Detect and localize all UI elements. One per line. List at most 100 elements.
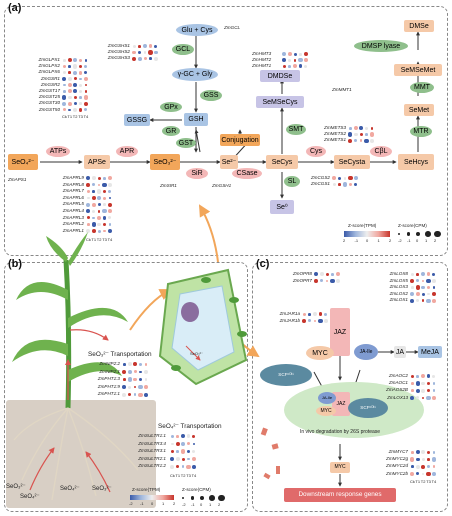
seo4-node: SeO₄²⁻ bbox=[8, 154, 38, 170]
seo4-transport-title: SeO₄²⁻ Transportation bbox=[158, 423, 222, 430]
heat-dot bbox=[62, 108, 66, 112]
heat-dot bbox=[138, 362, 143, 366]
gene-label: ZmMYC2b bbox=[386, 470, 408, 476]
heat-dot bbox=[410, 272, 414, 276]
heat-dot bbox=[282, 58, 287, 63]
ja-node: JA bbox=[394, 346, 406, 358]
heat-dot bbox=[432, 374, 436, 378]
heat-dot bbox=[348, 138, 353, 143]
heat-dot bbox=[92, 216, 95, 220]
gene-label: ZmAPRL6 bbox=[62, 194, 84, 200]
heat-dot bbox=[421, 464, 425, 469]
heat-dot bbox=[304, 58, 308, 63]
heat-dot bbox=[142, 44, 148, 49]
gss-enzyme: GSS bbox=[200, 90, 222, 101]
legend-size-dot bbox=[200, 495, 205, 501]
heat-dot bbox=[137, 56, 142, 61]
heat-dot bbox=[68, 71, 71, 74]
condition-label: T1 bbox=[91, 237, 97, 242]
gene-label: ZmAPRL7 bbox=[62, 188, 84, 194]
heat-dot bbox=[354, 176, 358, 181]
heat-dot bbox=[416, 279, 420, 283]
heat-dot bbox=[410, 374, 414, 378]
heat-dot bbox=[416, 472, 420, 476]
gene-label: ZmCGS2 bbox=[310, 175, 330, 180]
condition-label: T4 bbox=[107, 237, 113, 242]
heat-dot bbox=[86, 209, 91, 214]
gene-label: ZmGST25 bbox=[38, 94, 60, 100]
heat-dot bbox=[186, 442, 191, 446]
legend-size-label: -2 bbox=[182, 502, 186, 507]
secys-node: SeCys bbox=[266, 155, 298, 169]
jaz-protein-degraded: JAZ bbox=[332, 392, 350, 416]
heat-dot bbox=[432, 298, 436, 303]
sl-enzyme: SL bbox=[284, 176, 300, 187]
condition-label: T4 bbox=[431, 479, 437, 484]
legend-size-dot bbox=[209, 495, 215, 501]
heat-dot bbox=[365, 133, 368, 136]
heat-dot bbox=[91, 176, 96, 181]
heat-dot bbox=[421, 457, 425, 462]
heat-dot bbox=[415, 388, 420, 393]
heat-dot bbox=[62, 71, 66, 75]
heat-dot bbox=[84, 59, 88, 62]
heat-dot bbox=[138, 392, 143, 397]
heat-dot bbox=[84, 64, 88, 69]
heat-dot bbox=[176, 435, 179, 438]
heat-dot bbox=[426, 381, 431, 386]
heat-dot bbox=[72, 70, 78, 75]
gene-label: ZmOPR8 bbox=[292, 271, 312, 276]
heat-dot bbox=[353, 132, 358, 137]
heat-dot bbox=[73, 58, 77, 63]
heat-dot bbox=[420, 272, 426, 277]
heat-dot bbox=[96, 215, 102, 221]
gene-label: ZmGSR1 bbox=[40, 75, 60, 81]
heat-dot bbox=[91, 229, 96, 233]
condition-label: T4 bbox=[83, 114, 89, 119]
heat-dot bbox=[79, 77, 82, 81]
mtr-enzyme: MTR bbox=[410, 126, 432, 137]
heat-dot bbox=[308, 313, 311, 316]
heat-dot bbox=[364, 138, 369, 143]
heat-dot bbox=[302, 319, 307, 323]
heat-dot bbox=[410, 396, 415, 400]
heat-dot bbox=[78, 70, 83, 75]
heat-dot bbox=[143, 369, 149, 375]
heat-dot bbox=[73, 83, 77, 87]
heat-dot bbox=[97, 222, 101, 227]
condition-label: T2 bbox=[96, 237, 102, 242]
se2-node: Se²⁻ bbox=[220, 155, 238, 169]
condition-label: Ck bbox=[410, 479, 415, 484]
heat-dot bbox=[298, 58, 303, 63]
gene-label: ZmMETS2 bbox=[324, 131, 346, 137]
legend-tick: -2 bbox=[129, 501, 133, 506]
heat-dot bbox=[153, 56, 159, 61]
heat-dot bbox=[410, 279, 415, 283]
heat-dot bbox=[411, 451, 414, 454]
heat-dot bbox=[427, 292, 430, 296]
gene-label: ZmAPRL1 bbox=[62, 227, 84, 233]
heat-dot bbox=[432, 286, 436, 289]
meja-node: MeJA bbox=[418, 346, 442, 358]
heat-dot bbox=[186, 449, 191, 454]
heat-dot bbox=[426, 278, 431, 284]
heat-dot bbox=[67, 89, 72, 94]
soil-selenite-label-2: SeO₃²⁻ bbox=[92, 486, 112, 492]
gene-label: ZmAOC2 bbox=[388, 373, 408, 378]
heat-dot bbox=[128, 393, 132, 397]
heat-dot bbox=[421, 292, 425, 296]
heat-dot bbox=[359, 132, 363, 137]
heat-dot bbox=[62, 64, 66, 69]
gene-label: ZmLOX8 bbox=[389, 271, 408, 276]
heat-dot bbox=[181, 442, 185, 446]
heat-dot bbox=[67, 101, 72, 106]
heat-dot bbox=[432, 272, 436, 276]
heat-dot bbox=[103, 203, 106, 206]
scf-complex-bound: SCFᶜᴼᴵ¹ bbox=[348, 398, 388, 418]
heat-dot bbox=[148, 44, 153, 49]
heat-dot bbox=[78, 64, 83, 69]
heat-dot bbox=[103, 177, 106, 180]
gene-label: ZmCGS1 bbox=[310, 181, 330, 187]
gene-label: ZmJAR1b bbox=[279, 317, 300, 323]
